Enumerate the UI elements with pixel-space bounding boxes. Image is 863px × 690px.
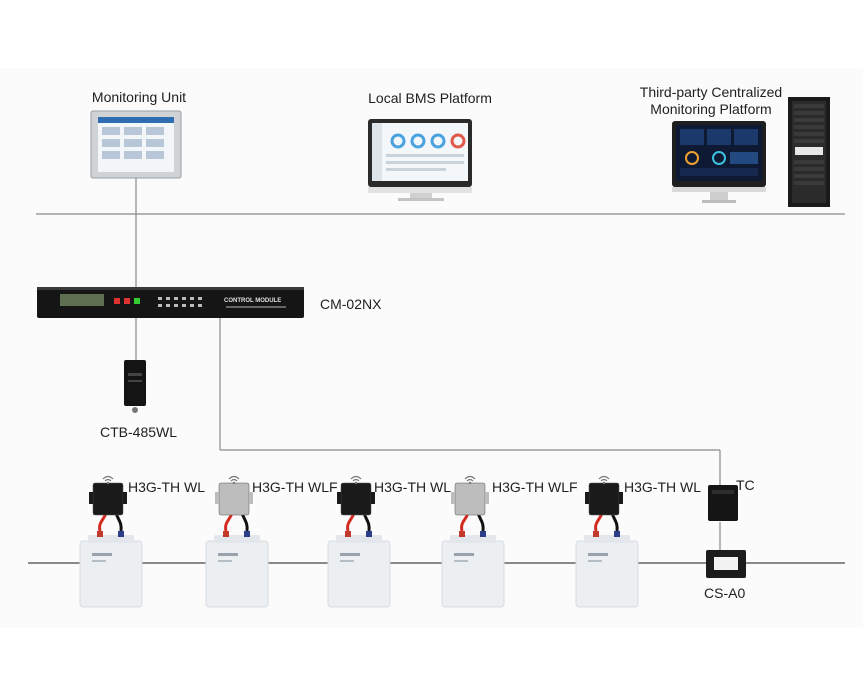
sensor-ear bbox=[249, 492, 253, 504]
battery-terminal-positive bbox=[459, 531, 465, 537]
cm-02nx-label: CM-02NX bbox=[320, 296, 382, 312]
battery-lid bbox=[584, 535, 630, 543]
cable-black bbox=[114, 512, 123, 532]
sensor-label: H3G-TH WL bbox=[374, 479, 451, 495]
battery-lid bbox=[450, 535, 496, 543]
sensor-label: H3G-TH WLF bbox=[492, 479, 578, 495]
monitoring-unit-device bbox=[90, 110, 182, 179]
cm-02nx-device: CONTROL MODULE bbox=[37, 287, 304, 318]
wifi-icon bbox=[464, 475, 476, 485]
third-party-label-line1: Third-party Centralized bbox=[640, 84, 782, 100]
battery-unit bbox=[575, 475, 639, 608]
cable-red bbox=[224, 512, 234, 532]
sensor-ear bbox=[619, 492, 623, 504]
battery-label-mark bbox=[588, 560, 602, 562]
battery-terminal-negative bbox=[480, 531, 486, 537]
battery-unit bbox=[441, 475, 505, 608]
battery-label-mark bbox=[218, 553, 238, 556]
sensor-ear bbox=[123, 492, 127, 504]
sensor-module bbox=[92, 482, 124, 516]
sensor-ear bbox=[451, 492, 455, 504]
connection-lines bbox=[36, 176, 845, 550]
local-bms-label: Local BMS Platform bbox=[368, 90, 492, 106]
sensor-label: H3G-TH WLF bbox=[252, 479, 338, 495]
battery-terminal-positive bbox=[97, 531, 103, 537]
cable-red bbox=[460, 512, 470, 532]
battery-label-mark bbox=[588, 553, 608, 556]
cable-black bbox=[610, 512, 619, 532]
sensor-ear bbox=[485, 492, 489, 504]
sensor-module bbox=[588, 482, 620, 516]
third-party-monitor bbox=[672, 121, 766, 203]
ctb-485wl-label: CTB-485WL bbox=[100, 424, 177, 440]
battery-cell bbox=[327, 540, 391, 608]
battery-label-mark bbox=[454, 553, 474, 556]
wifi-icon bbox=[350, 475, 362, 485]
cs-a0-device bbox=[706, 550, 746, 578]
sensor-ear bbox=[337, 492, 341, 504]
battery-label-mark bbox=[92, 553, 112, 556]
cable-red bbox=[98, 512, 108, 532]
tc-device bbox=[708, 485, 738, 521]
sensor-ear bbox=[371, 492, 375, 504]
wifi-icon bbox=[102, 475, 114, 485]
sensor-ear bbox=[215, 492, 219, 504]
battery-label-mark bbox=[92, 560, 106, 562]
battery-terminal-positive bbox=[223, 531, 229, 537]
sensor-module bbox=[340, 482, 372, 516]
cable-black bbox=[362, 512, 371, 532]
battery-lid bbox=[336, 535, 382, 543]
battery-label-mark bbox=[218, 560, 232, 562]
cable-black bbox=[240, 512, 249, 532]
third-party-label-line2: Monitoring Platform bbox=[650, 101, 771, 117]
battery-label-mark bbox=[454, 560, 468, 562]
battery-unit bbox=[79, 475, 143, 608]
cable-black bbox=[476, 512, 485, 532]
server-rack bbox=[788, 97, 830, 207]
battery-cell bbox=[79, 540, 143, 608]
battery-terminal-negative bbox=[118, 531, 124, 537]
sensor-module bbox=[454, 482, 486, 516]
sensor-label: H3G-TH WL bbox=[624, 479, 701, 495]
battery-terminal-negative bbox=[366, 531, 372, 537]
wifi-icon bbox=[228, 475, 240, 485]
battery-terminal-positive bbox=[345, 531, 351, 537]
battery-label-mark bbox=[340, 553, 360, 556]
sensor-ear bbox=[585, 492, 589, 504]
battery-cell bbox=[205, 540, 269, 608]
tc-label: TC bbox=[736, 477, 755, 493]
cable-red bbox=[346, 512, 356, 532]
cable-red bbox=[594, 512, 604, 532]
battery-terminal-negative bbox=[244, 531, 250, 537]
cs-a0-label: CS-A0 bbox=[704, 585, 745, 601]
wifi-icon bbox=[598, 475, 610, 485]
battery-terminal-negative bbox=[614, 531, 620, 537]
battery-unit bbox=[327, 475, 391, 608]
battery-unit bbox=[205, 475, 269, 608]
sensor-label: H3G-TH WL bbox=[128, 479, 205, 495]
control-module-panel-text: CONTROL MODULE bbox=[224, 298, 281, 304]
battery-string bbox=[79, 475, 639, 608]
battery-lid bbox=[88, 535, 134, 543]
sensor-module bbox=[218, 482, 250, 516]
battery-label-mark bbox=[340, 560, 354, 562]
battery-cell bbox=[441, 540, 505, 608]
local-bms-monitor bbox=[368, 119, 472, 201]
sensor-ear bbox=[89, 492, 93, 504]
battery-lid bbox=[214, 535, 260, 543]
battery-cell bbox=[575, 540, 639, 608]
ctb-485wl-device bbox=[124, 360, 146, 413]
monitoring-unit-label: Monitoring Unit bbox=[92, 89, 186, 105]
battery-terminal-positive bbox=[593, 531, 599, 537]
